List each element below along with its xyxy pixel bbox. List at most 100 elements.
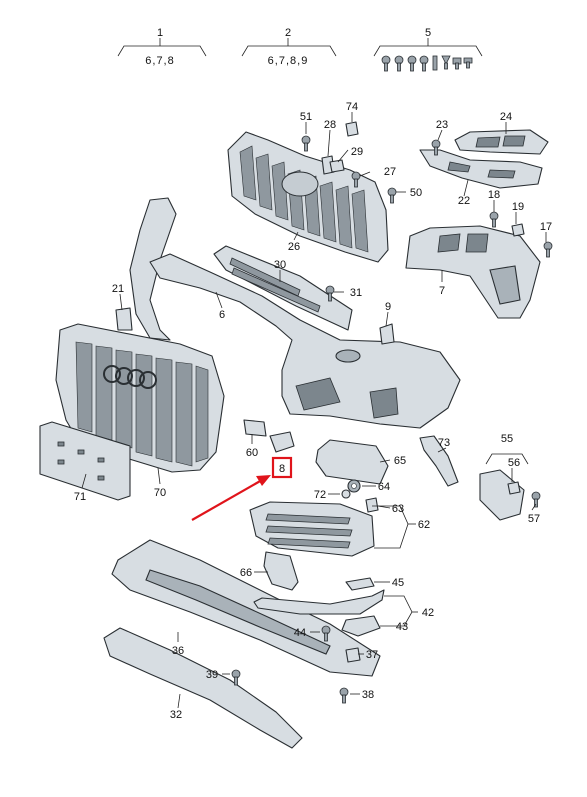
screw-23 bbox=[431, 139, 441, 156]
clip-74 bbox=[345, 121, 359, 137]
callout-30: 30 bbox=[274, 259, 286, 271]
air-guide-30 bbox=[213, 245, 353, 331]
grille-carrier bbox=[227, 131, 389, 263]
bracket-55 bbox=[479, 469, 525, 521]
callout-7: 7 bbox=[439, 285, 445, 297]
callout-17: 17 bbox=[540, 221, 552, 233]
small-parts bbox=[115, 121, 553, 704]
red-arrow-icon bbox=[191, 475, 271, 521]
callout-71: 71 bbox=[74, 491, 86, 503]
clip-9 bbox=[379, 323, 395, 345]
bumper-cover bbox=[149, 253, 461, 429]
front-grille bbox=[55, 323, 225, 473]
front-spoiler bbox=[111, 539, 381, 677]
callout-70: 70 bbox=[154, 487, 166, 499]
license-plate-holder bbox=[39, 421, 131, 501]
callout-38: 38 bbox=[362, 689, 374, 701]
callout-37: 37 bbox=[366, 649, 378, 661]
callout-44: 44 bbox=[294, 627, 306, 639]
screw-39 bbox=[231, 669, 241, 686]
clip-37 bbox=[345, 647, 361, 663]
callout-65: 65 bbox=[394, 455, 406, 467]
callout-43: 43 bbox=[396, 621, 408, 633]
bracket-lower-22 bbox=[419, 149, 543, 189]
screw-18 bbox=[489, 211, 499, 228]
fastener-set-icon bbox=[381, 55, 473, 72]
callout-1: 1 bbox=[157, 27, 163, 39]
callout-60: 60 bbox=[246, 447, 258, 459]
callout-42: 42 bbox=[422, 607, 434, 619]
clip-56 bbox=[507, 481, 521, 495]
air-duct-66 bbox=[263, 551, 299, 591]
clip-29 bbox=[329, 159, 345, 173]
callout-62: 62 bbox=[418, 519, 430, 531]
group-bracket-5: 5 bbox=[373, 27, 483, 72]
clip-60 bbox=[243, 419, 267, 437]
bracket-upper-24 bbox=[454, 129, 549, 155]
callout-39: 39 bbox=[206, 669, 218, 681]
screw-57 bbox=[531, 491, 541, 508]
callout-50: 50 bbox=[410, 187, 422, 199]
callout-31: 31 bbox=[350, 287, 362, 299]
cover-65 bbox=[315, 439, 389, 485]
clip-63 bbox=[365, 497, 379, 513]
callout-66: 66 bbox=[240, 567, 252, 579]
callout-19: 19 bbox=[512, 201, 524, 213]
cover-cap-8 bbox=[269, 431, 295, 453]
leader-lines bbox=[81, 112, 547, 709]
screw-51 bbox=[301, 135, 311, 152]
callout-64: 64 bbox=[378, 481, 390, 493]
callout-29: 29 bbox=[351, 146, 363, 158]
trim-strip bbox=[253, 589, 385, 615]
screw-31 bbox=[325, 285, 335, 302]
group-label-2: 6,7,8,9 bbox=[268, 55, 309, 67]
screw-17 bbox=[543, 241, 553, 258]
highlight-part-8[interactable]: 8 bbox=[271, 456, 293, 479]
callout-63: 63 bbox=[392, 503, 404, 515]
callout-36: 36 bbox=[172, 645, 184, 657]
callout-73: 73 bbox=[438, 437, 450, 449]
lower-grille-insert bbox=[249, 501, 375, 557]
screw-44 bbox=[321, 625, 331, 642]
group-bracket-2: 2 6,7,8,9 bbox=[241, 27, 337, 67]
callout-9: 9 bbox=[385, 301, 391, 313]
callout-55: 55 bbox=[501, 433, 513, 445]
clip-21 bbox=[115, 307, 133, 331]
callout-labels: 51 74 28 29 27 24 23 50 22 18 19 17 26 3… bbox=[74, 101, 552, 721]
callout-2: 2 bbox=[285, 27, 291, 39]
callout-45: 45 bbox=[392, 577, 404, 589]
bracket-45 bbox=[345, 577, 375, 591]
screw-50 bbox=[387, 187, 397, 204]
grommet-64 bbox=[347, 479, 361, 493]
callout-27: 27 bbox=[384, 166, 396, 178]
callout-51: 51 bbox=[300, 111, 312, 123]
callout-26: 26 bbox=[288, 241, 300, 253]
screw-27 bbox=[351, 171, 361, 188]
callout-57: 57 bbox=[528, 513, 540, 525]
plug-72 bbox=[341, 489, 351, 499]
group-label-1: 6,7,8 bbox=[145, 55, 174, 67]
callout-74: 74 bbox=[346, 101, 358, 113]
callout-56: 56 bbox=[508, 457, 520, 469]
bumper-cover-side-left bbox=[129, 197, 177, 341]
callout-22: 22 bbox=[458, 195, 470, 207]
four-rings-emblem-icon bbox=[103, 365, 157, 389]
clip-19 bbox=[511, 223, 525, 237]
callout-28: 28 bbox=[324, 119, 336, 131]
callout-24: 24 bbox=[500, 111, 512, 123]
callout-18: 18 bbox=[488, 189, 500, 201]
callout-5: 5 bbox=[425, 27, 431, 39]
side-guide-bracket bbox=[405, 225, 541, 319]
callout-21: 21 bbox=[112, 283, 124, 295]
trim-piece-43 bbox=[341, 615, 381, 637]
screw-38 bbox=[339, 687, 349, 704]
callout-32: 32 bbox=[170, 709, 182, 721]
highlight-label: 8 bbox=[279, 463, 285, 475]
group-bracket-1: 1 6,7,8 bbox=[117, 27, 207, 67]
strip-73 bbox=[419, 435, 459, 487]
callout-6: 6 bbox=[219, 309, 225, 321]
callout-72: 72 bbox=[314, 489, 326, 501]
lower-trim bbox=[103, 627, 303, 749]
callout-23: 23 bbox=[436, 119, 448, 131]
